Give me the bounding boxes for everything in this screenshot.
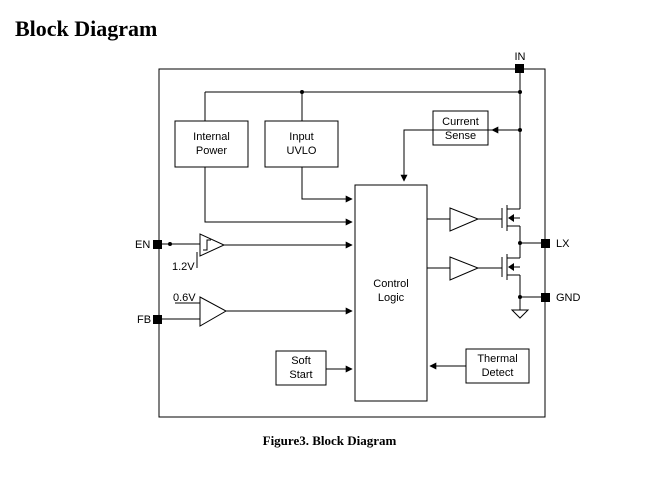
input-uvlo-label-1: Input xyxy=(289,131,313,143)
thermal-detect-block: Thermal Detect xyxy=(465,348,530,384)
input-uvlo-block: Input UVLO xyxy=(264,120,339,168)
lx-label: LX xyxy=(556,238,570,250)
low-side-driver xyxy=(449,256,480,281)
enable-comparator: 1.2V xyxy=(153,233,353,273)
fb-error-amplifier xyxy=(199,296,228,327)
en-threshold-label: 1.2V xyxy=(172,261,195,273)
thermal-detect-label-1: Thermal xyxy=(477,353,517,365)
hysteresis-icon xyxy=(203,239,211,251)
soft-start-label-2: Start xyxy=(289,369,312,381)
gnd-pin xyxy=(541,293,550,302)
fb-pin xyxy=(153,315,162,324)
control-logic-label-2: Logic xyxy=(378,292,405,304)
internal-power-label-2: Power xyxy=(196,145,228,157)
gate-drivers xyxy=(427,207,502,281)
gnd-label: GND xyxy=(556,292,581,304)
fb-reference-label: 0.6V xyxy=(173,292,196,304)
feedback-amplifier: 0.6V xyxy=(153,292,353,327)
fb-label: FB xyxy=(137,314,151,326)
current-sense-label-2: Sense xyxy=(445,130,476,142)
soft-start-label-1: Soft xyxy=(291,355,311,367)
low-side-mosfet xyxy=(501,254,521,310)
control-inputs xyxy=(204,126,520,373)
ground-icon xyxy=(510,309,530,319)
in-label: IN xyxy=(515,51,526,63)
soft-start-block: Soft Start xyxy=(275,350,327,386)
high-side-driver xyxy=(449,207,480,232)
in-pin xyxy=(515,64,524,73)
en-pin xyxy=(153,240,162,249)
en-label: EN xyxy=(135,239,150,251)
gnd-node: GND xyxy=(510,292,581,319)
supply-rail xyxy=(204,69,522,132)
control-logic-block: Control Logic xyxy=(354,184,428,402)
page-heading: Block Diagram xyxy=(15,16,158,41)
input-uvlo-label-2: UVLO xyxy=(287,145,317,157)
lx-node: LX xyxy=(518,226,570,255)
internal-power-label-1: Internal xyxy=(193,131,230,143)
high-side-mosfet xyxy=(501,130,521,231)
figure-caption: Figure3. Block Diagram xyxy=(262,433,397,448)
current-sense-label-1: Current xyxy=(442,116,479,128)
control-logic-label-1: Control xyxy=(373,278,408,290)
thermal-detect-label-2: Detect xyxy=(482,367,514,379)
internal-power-block: Internal Power xyxy=(174,120,249,168)
lx-pin xyxy=(541,239,550,248)
current-sense-block: Current Sense xyxy=(432,110,489,146)
